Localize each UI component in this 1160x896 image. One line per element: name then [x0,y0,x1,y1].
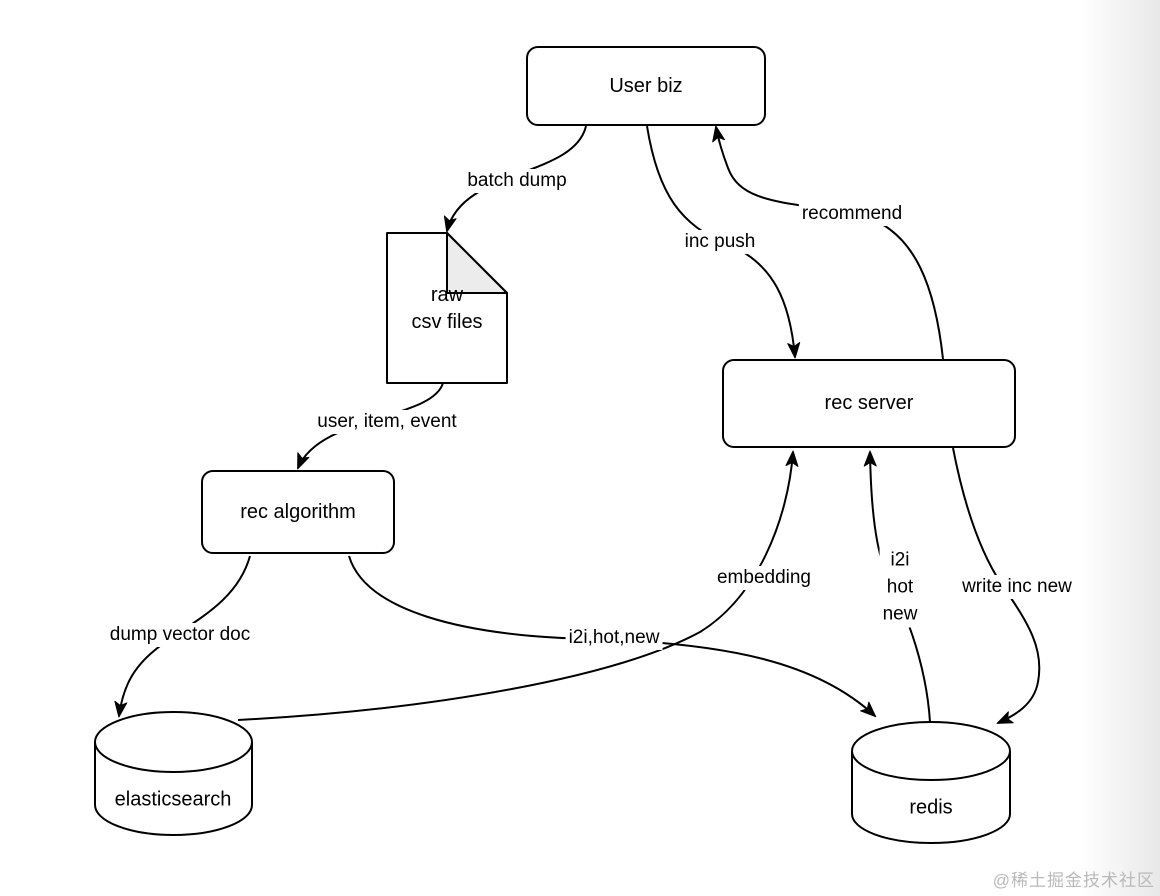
edge-label-i2i-hot-new: i2i,hot,new [565,626,663,650]
edge-label-i2i-hot-new-stacked: i2i hot new [879,546,921,628]
edge-label-dump-vector-doc: dump vector doc [106,623,254,647]
node-redis-label: redis [909,796,953,819]
node-user-biz: User biz [526,46,766,126]
edge-label-write-inc-new: write inc new [959,575,1075,599]
watermark-text: @稀土掘金技术社区 [992,871,1155,890]
edge-label-user-item-event: user, item, event [314,410,460,434]
node-rec-server-label: rec server [824,392,914,414]
node-user-biz-label: User biz [609,74,683,97]
edge-label-batch-dump: batch dump [464,169,570,193]
document-shape-raw-csv-files [386,232,508,384]
edge-label-inc-push: inc push [681,230,759,254]
node-rec-algorithm: rec algorithm [201,470,395,554]
edge-label-recommend: recommend [798,202,906,226]
cylinder-top [94,711,253,773]
node-rec-server: rec server [722,359,1016,448]
edge-embedding [237,450,799,721]
node-raw-csv-files-label: raw csv files [411,284,483,333]
node-rec-algorithm-label: rec algorithm [240,500,356,523]
edge-write-inc-new [952,447,1041,724]
edge-label-embedding: embedding [713,566,815,590]
cylinder-shape-elasticsearch [94,711,253,836]
node-elasticsearch-label: elasticsearch [114,788,232,811]
document-fold-corner [446,232,508,294]
cylinder-top [851,721,1011,781]
cylinder-shape-redis [851,721,1011,844]
